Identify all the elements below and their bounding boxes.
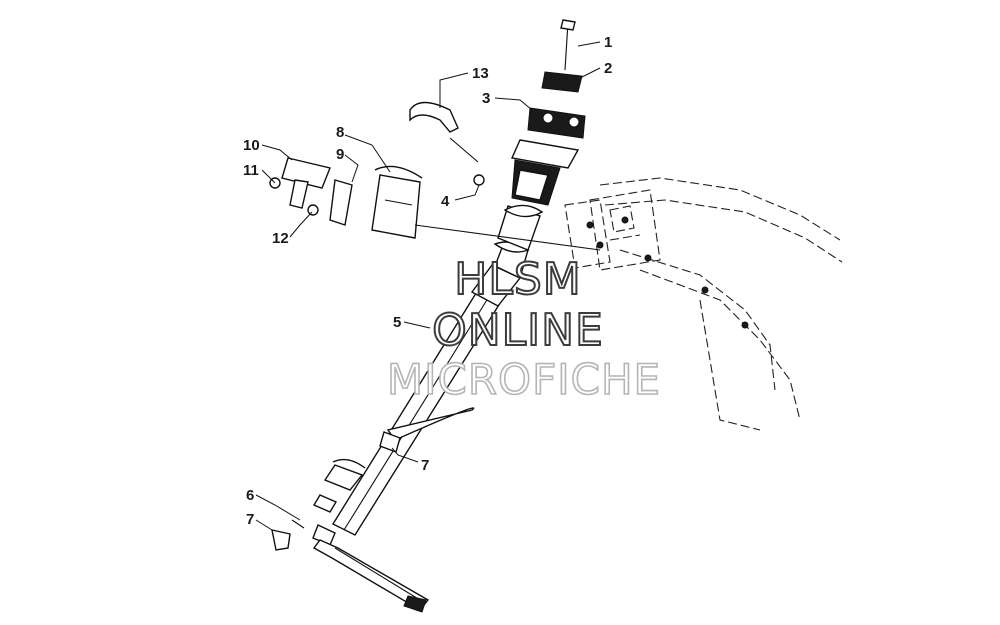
callout-7-lower: 7 <box>246 511 254 528</box>
leader-lines <box>255 41 601 531</box>
callout-13: 13 <box>472 65 489 82</box>
callout-11: 11 <box>243 162 259 179</box>
callout-3: 3 <box>482 90 490 107</box>
callout-5: 5 <box>393 314 401 331</box>
callouts: 1 2 3 4 5 6 7 7 8 9 10 11 12 13 <box>243 34 612 528</box>
callout-12: 12 <box>272 230 289 247</box>
vehicle-frame <box>564 177 843 431</box>
handlebar-clamps <box>527 19 586 139</box>
callout-8: 8 <box>336 124 344 141</box>
callout-10: 10 <box>243 137 260 154</box>
callout-4: 4 <box>441 193 450 210</box>
callout-2: 2 <box>604 60 612 77</box>
watermark-line-3: MICROFICHE <box>387 355 661 404</box>
callout-9: 9 <box>336 146 344 163</box>
watermark: HLSM ONLINE MICROFICHE <box>386 253 661 405</box>
cover-and-brackets <box>269 101 601 251</box>
steering-post <box>271 139 580 613</box>
callout-6: 6 <box>246 487 254 504</box>
callout-1: 1 <box>604 34 612 51</box>
callout-7-upper: 7 <box>421 457 429 474</box>
watermark-line-2: ONLINE <box>432 305 604 356</box>
watermark-line-1: HLSM <box>454 254 582 305</box>
